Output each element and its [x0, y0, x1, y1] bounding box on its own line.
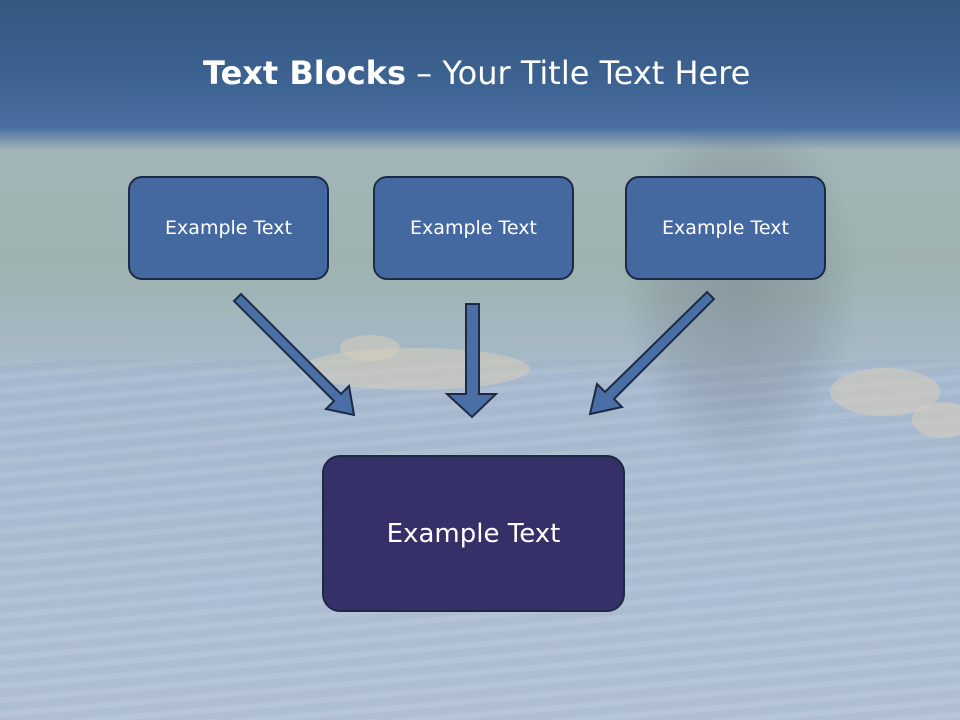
arrow-right-diagonal: [588, 290, 716, 416]
background-rock: [300, 348, 530, 390]
page-title: Text Blocks – Your Title Text Here: [203, 54, 750, 92]
text-block-1-label: Example Text: [165, 217, 292, 239]
background-rock: [912, 402, 960, 438]
text-block-3-label: Example Text: [662, 217, 789, 239]
arrow-left-diagonal: [232, 292, 356, 417]
title-rest: – Your Title Text Here: [406, 54, 751, 92]
text-block-2-label: Example Text: [410, 217, 537, 239]
background-rock: [340, 335, 400, 361]
text-block-3[interactable]: Example Text: [625, 176, 826, 280]
main-text-block[interactable]: Example Text: [322, 455, 625, 612]
main-text-block-label: Example Text: [386, 518, 561, 549]
text-block-1[interactable]: Example Text: [128, 176, 329, 280]
arrow-down: [444, 303, 499, 419]
title-band: [0, 0, 960, 150]
text-block-2[interactable]: Example Text: [373, 176, 574, 280]
title-bold: Text Blocks: [203, 54, 406, 92]
